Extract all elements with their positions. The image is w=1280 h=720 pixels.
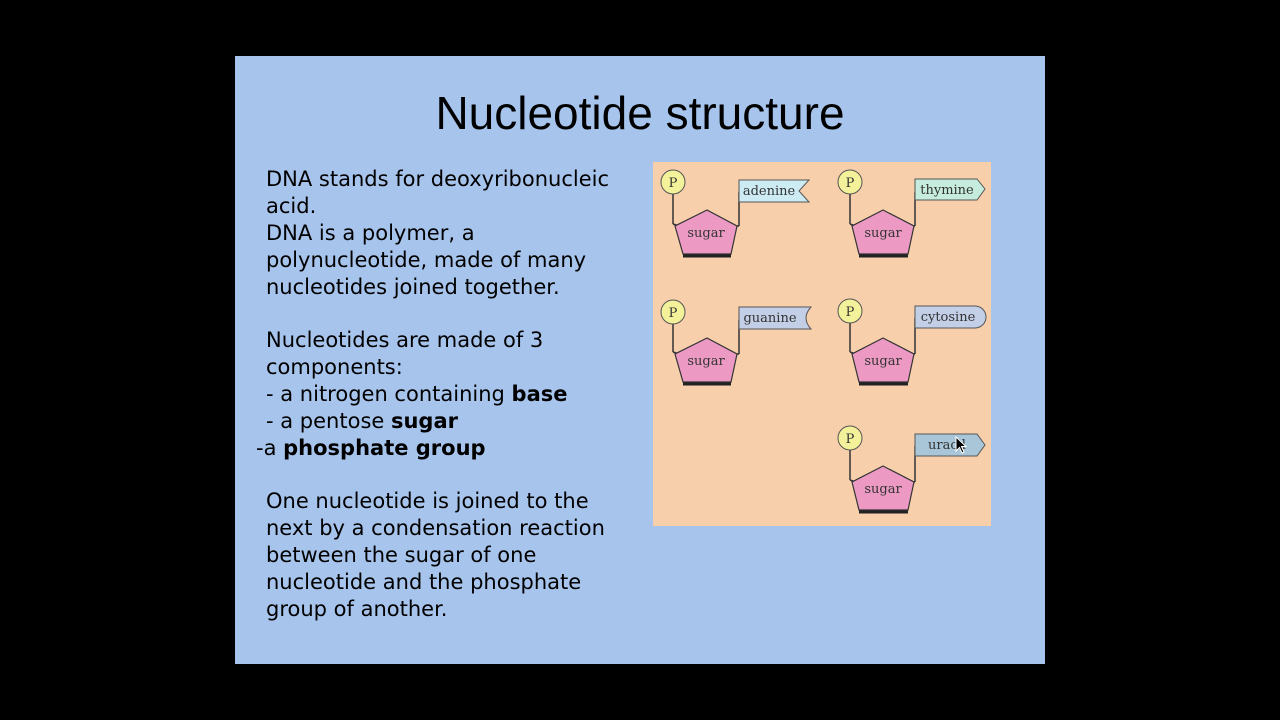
text-line: group of another. <box>266 597 448 621</box>
paragraph-gap <box>266 301 636 327</box>
sugar-pentagon <box>851 465 915 511</box>
text-line: DNA stands for deoxyribonucleic <box>266 167 610 191</box>
phosphate-label: P <box>846 432 855 447</box>
text-line: nucleotide and the phosphate <box>266 570 582 594</box>
base-label-guanine: guanine <box>743 311 796 326</box>
sugar-label: sugar <box>864 482 902 497</box>
base-tag-adenine <box>738 179 811 203</box>
item-prefix: - a nitrogen containing <box>266 382 512 406</box>
nucleotide-diagram-svg: P sugar adenine P sugar thymine <box>660 169 987 514</box>
text-line: DNA is a polymer, a <box>266 221 475 245</box>
base-label-thymine: thymine <box>920 183 974 198</box>
base-tag-cytosine <box>914 305 987 329</box>
phosphate-circle <box>660 169 686 195</box>
item-keyword: sugar <box>390 409 458 433</box>
base-label-adenine: adenine <box>743 184 796 199</box>
slide-body: DNA stands for deoxyribonucleic acid. DN… <box>256 166 636 623</box>
phosphate-label: P <box>669 176 678 191</box>
item-keyword: phosphate group <box>283 436 486 460</box>
base-tag-uracil <box>914 433 986 457</box>
text-line: between the sugar of one <box>266 543 537 567</box>
sugar-pentagon <box>674 337 738 383</box>
component-item-base: - a nitrogen containing base <box>266 381 636 408</box>
slide: Nucleotide structure DNA stands for deox… <box>235 56 1045 664</box>
phosphate-label: P <box>669 306 678 321</box>
text-line: nucleotides joined together. <box>266 275 560 299</box>
item-prefix: -a <box>256 436 284 460</box>
mouse-pointer-icon <box>955 436 967 454</box>
base-tag-guanine <box>738 306 813 330</box>
component-item-phosphate: -a phosphate group <box>256 435 636 462</box>
text-line: acid. <box>266 194 317 218</box>
sugar-label: sugar <box>687 226 725 241</box>
nucleotide-guanine: P sugar guanine <box>660 299 813 386</box>
paragraph-gap <box>266 462 636 488</box>
nucleotide-thymine: P sugar thymine <box>837 169 986 258</box>
sugar-label: sugar <box>864 354 902 369</box>
nucleotide-diagram: P sugar adenine P sugar thymine <box>653 162 991 526</box>
phosphate-circle <box>837 298 863 324</box>
text-line: next by a condensation reaction <box>266 516 605 540</box>
phosphate-label: P <box>846 176 855 191</box>
sugar-pentagon <box>674 209 738 255</box>
phosphate-circle <box>660 299 686 325</box>
nucleotide-adenine: P sugar adenine <box>660 169 811 258</box>
item-keyword: base <box>511 382 568 406</box>
sugar-pentagon <box>851 337 915 383</box>
sugar-label: sugar <box>687 354 725 369</box>
text-line: components: <box>266 355 403 379</box>
phosphate-circle <box>837 169 863 195</box>
text-line: polynucleotide, made of many <box>266 248 587 272</box>
base-tag-thymine <box>914 178 986 201</box>
base-label-cytosine: cytosine <box>921 310 976 325</box>
phosphate-circle <box>837 425 863 451</box>
sugar-pentagon <box>851 209 915 255</box>
slide-title: Nucleotide structure <box>435 87 845 139</box>
nucleotide-cytosine: P sugar cytosine <box>837 298 987 386</box>
text-line: Nucleotides are made of 3 <box>266 328 544 352</box>
text-line: One nucleotide is joined to the <box>266 489 589 513</box>
item-prefix: - a pentose <box>266 409 391 433</box>
sugar-label: sugar <box>864 226 902 241</box>
component-item-sugar: - a pentose sugar <box>266 408 636 435</box>
phosphate-label: P <box>846 305 855 320</box>
